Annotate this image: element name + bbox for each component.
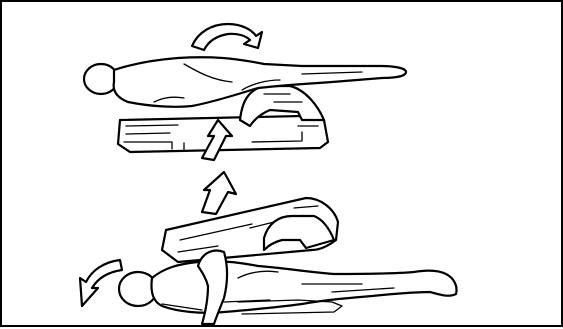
rotate-arrow-icon	[192, 24, 262, 50]
support-cushion-tilted	[162, 198, 338, 262]
lift-arrow-icon	[202, 172, 236, 214]
person-side-lying	[119, 251, 457, 324]
bottom-panel	[80, 172, 457, 324]
rotate-arrow-icon	[80, 260, 122, 306]
top-panel	[84, 24, 406, 160]
